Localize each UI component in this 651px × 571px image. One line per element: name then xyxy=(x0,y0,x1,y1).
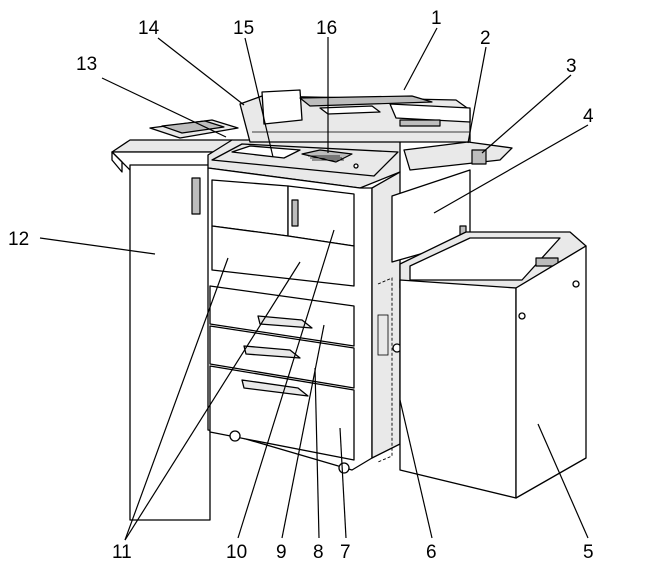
drawer-2 xyxy=(209,325,355,389)
callout-3: 3 xyxy=(566,56,577,77)
callout-9: 9 xyxy=(276,542,287,563)
paper-cabinet xyxy=(399,231,587,499)
callout-1: 1 xyxy=(431,8,442,29)
callout-12: 12 xyxy=(8,229,29,250)
callout-6: 6 xyxy=(426,542,437,563)
main-body xyxy=(207,139,471,474)
callout-8: 8 xyxy=(313,542,324,563)
exit-tray xyxy=(403,141,513,171)
callout-14: 14 xyxy=(138,18,160,39)
keypad xyxy=(301,149,353,163)
drawer-1 xyxy=(209,285,355,347)
callout-16: 16 xyxy=(316,18,337,39)
callout-7: 7 xyxy=(340,542,351,563)
callout-10: 10 xyxy=(226,542,247,563)
callout-5: 5 xyxy=(583,542,594,563)
callout-2: 2 xyxy=(480,28,491,49)
callout-13: 13 xyxy=(76,54,97,75)
callout-11: 11 xyxy=(112,542,132,563)
drawer-3 xyxy=(209,365,355,461)
callout-4: 4 xyxy=(583,106,594,127)
callout-labels: 1 2 3 4 5 6 7 8 9 10 11 12 13 14 15 16 xyxy=(8,8,594,563)
callout-15: 15 xyxy=(233,18,254,39)
document-feeder xyxy=(239,89,471,143)
leader-lines xyxy=(39,27,589,541)
